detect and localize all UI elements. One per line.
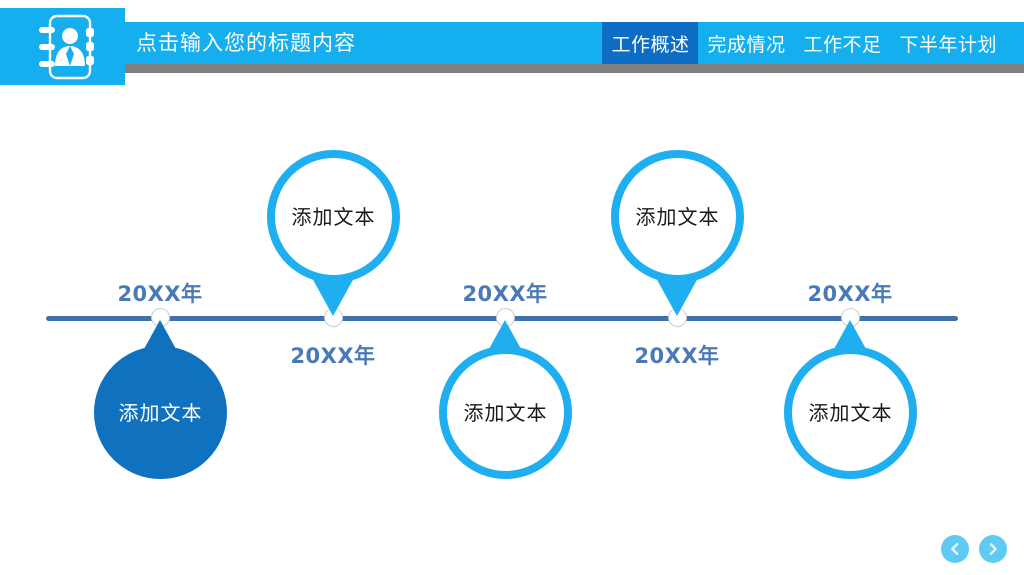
timeline-year-label-1: 20XX年 xyxy=(290,344,376,368)
timeline-year-label-2: 20XX年 xyxy=(462,282,548,306)
slide-navigation[interactable] xyxy=(941,535,1007,563)
chevron-left-icon xyxy=(951,543,959,555)
timeline-bubble-label-2: 添加文本 xyxy=(463,400,548,425)
slide-header: 点击输入您的标题内容 工作概述完成情况工作不足下半年计划 xyxy=(0,0,1024,95)
timeline-pointer-1 xyxy=(312,278,354,316)
timeline-bubble-3[interactable]: 添加文本 xyxy=(611,150,744,283)
nav-tab-1[interactable]: 完成情况 xyxy=(707,33,786,56)
timeline-bubble-label-4: 添加文本 xyxy=(808,400,893,425)
page-title: 点击输入您的标题内容 xyxy=(136,31,356,55)
header-blue-bar xyxy=(0,22,1024,64)
chevron-right-icon xyxy=(989,543,997,555)
nav-tab-0[interactable]: 工作概述 xyxy=(602,22,699,64)
timeline-year-label-0: 20XX年 xyxy=(117,282,203,306)
timeline-bubble-4[interactable]: 添加文本 xyxy=(784,346,917,479)
timeline-pointer-3 xyxy=(656,278,698,316)
header-gray-bar xyxy=(125,64,1024,73)
timeline-bubble-label-3: 添加文本 xyxy=(635,204,720,229)
timeline-bubble-label-1: 添加文本 xyxy=(291,204,376,229)
timeline-year-label-3: 20XX年 xyxy=(634,344,720,368)
next-slide-button[interactable] xyxy=(979,535,1007,563)
prev-slide-button[interactable] xyxy=(941,535,969,563)
header-nav-tabs[interactable]: 工作概述完成情况工作不足下半年计划 xyxy=(602,22,1006,64)
timeline-year-label-4: 20XX年 xyxy=(807,282,893,306)
timeline-bubble-label-0: 添加文本 xyxy=(118,400,203,425)
timeline-bubble-2[interactable]: 添加文本 xyxy=(439,346,572,479)
timeline-bubble-0[interactable]: 添加文本 xyxy=(94,346,227,479)
header-logo-block xyxy=(0,8,125,85)
nav-tab-3[interactable]: 下半年计划 xyxy=(899,33,997,56)
nav-tab-2[interactable]: 工作不足 xyxy=(803,33,882,56)
contact-book-icon xyxy=(39,14,94,80)
timeline-bubble-1[interactable]: 添加文本 xyxy=(267,150,400,283)
